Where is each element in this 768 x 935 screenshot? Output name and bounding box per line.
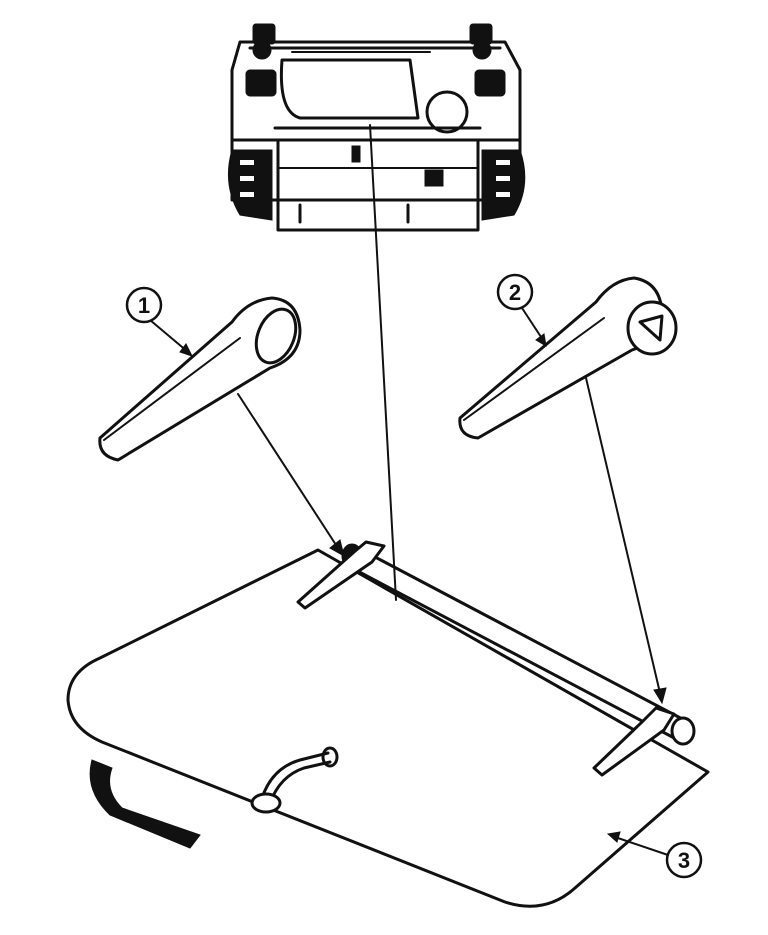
lever-2: [458, 276, 678, 440]
installed-lever-left: [296, 540, 386, 610]
callout-1-label: 1: [138, 293, 150, 318]
installed-lever-right: [592, 706, 676, 777]
callout-3: 3: [606, 831, 703, 879]
callout-1: 1: [125, 286, 193, 357]
callout-3-label: 3: [678, 848, 690, 873]
door-panel: [66, 548, 710, 908]
callout-2: 2: [496, 273, 547, 347]
door-handle: [250, 746, 339, 814]
assembly-lines: [237, 124, 667, 705]
lever-1: [98, 296, 302, 462]
vehicle-rear-view: [227, 23, 526, 232]
callout-2-label: 2: [509, 280, 521, 305]
